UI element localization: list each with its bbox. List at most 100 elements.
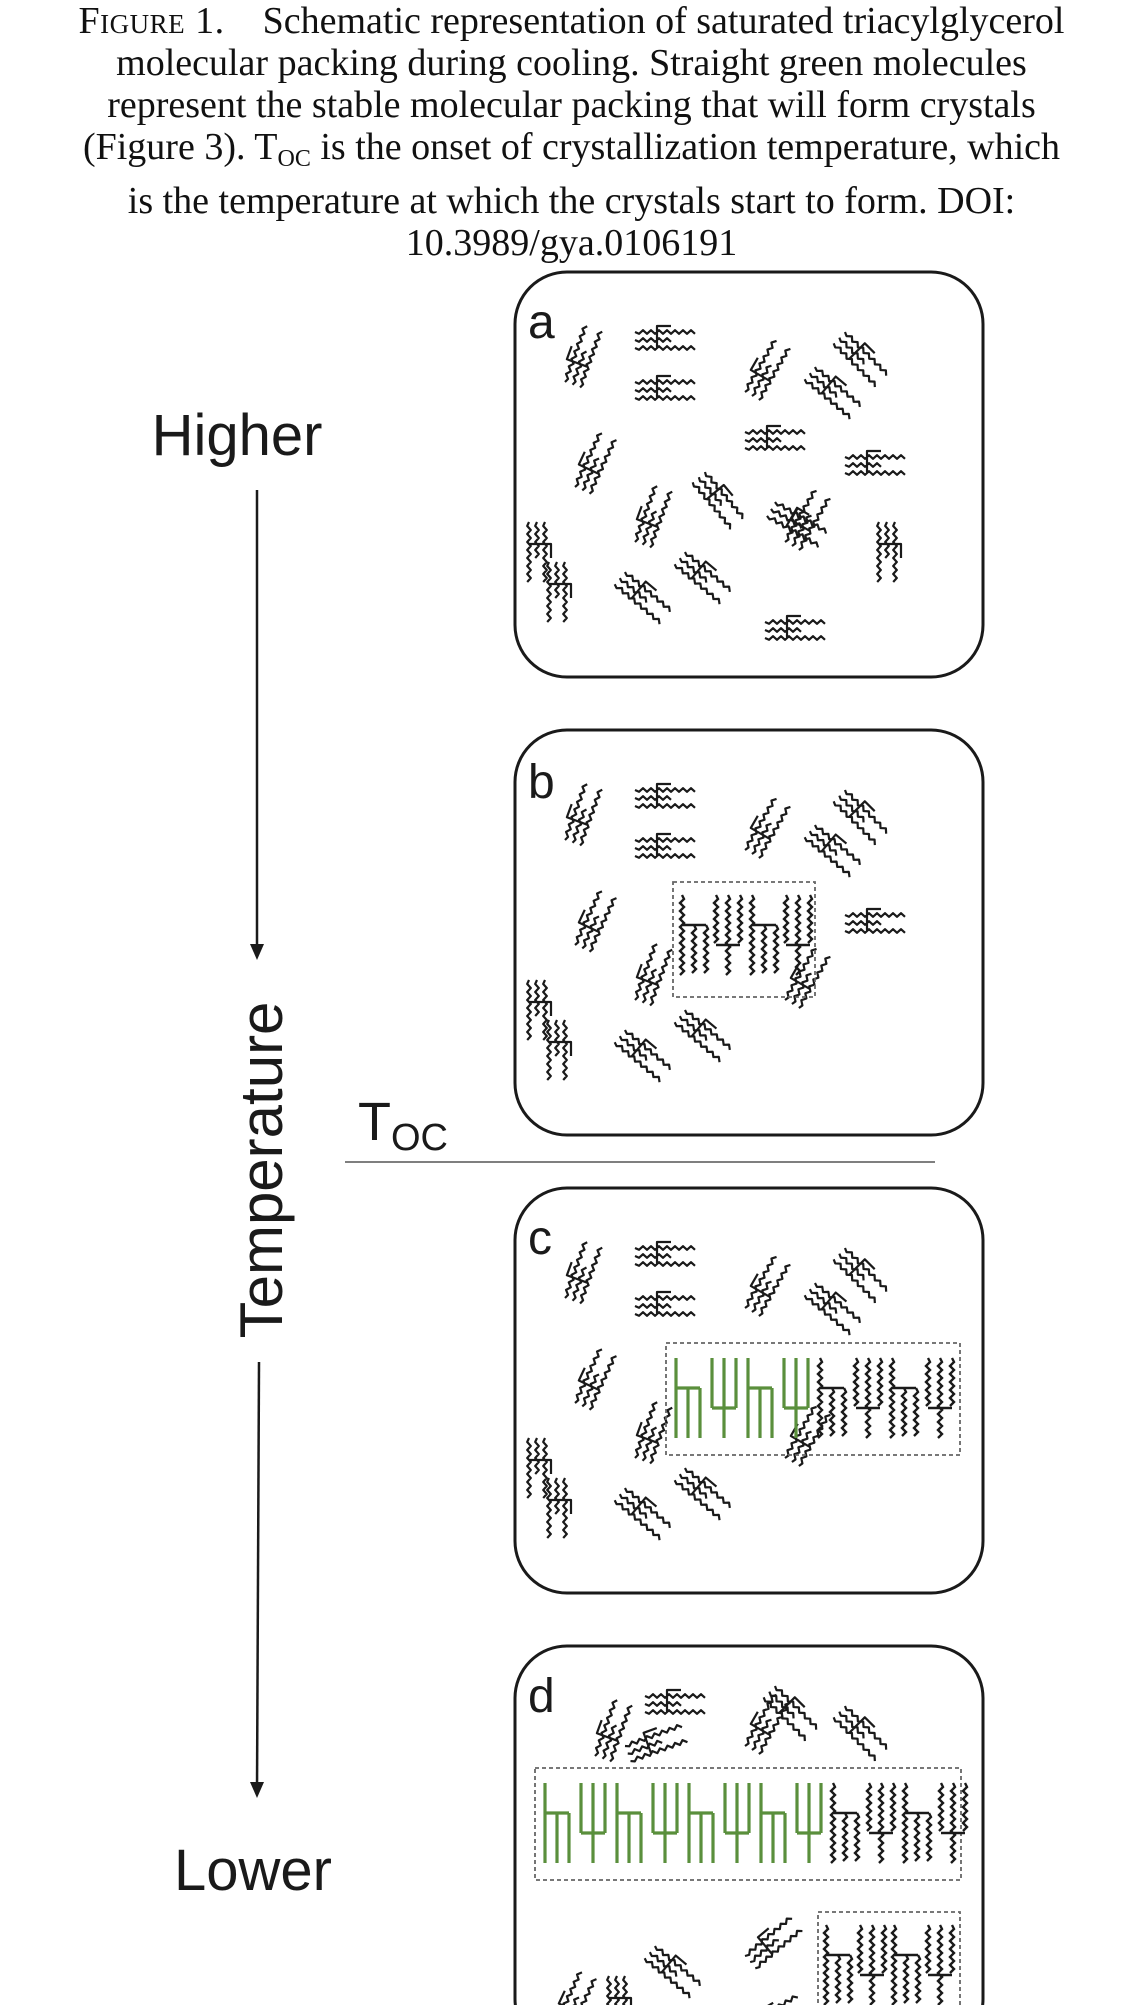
crystal-cluster xyxy=(674,1357,956,1439)
stable-molecule xyxy=(579,1783,607,1863)
molecule xyxy=(564,325,603,389)
caption-text-4a: (Figure 3). T xyxy=(82,126,278,168)
molecule xyxy=(526,521,553,583)
caption-line-3: represent the stable molecular packing t… xyxy=(107,84,1036,126)
molecule xyxy=(744,339,791,401)
molecule xyxy=(526,979,553,1041)
molecule xyxy=(832,1247,888,1304)
molecule xyxy=(546,1477,573,1539)
stable-molecule xyxy=(746,1358,774,1438)
molecule xyxy=(613,1487,671,1541)
packed-molecule xyxy=(888,1357,920,1439)
molecule xyxy=(574,1348,617,1411)
molecule xyxy=(634,374,696,401)
molecule xyxy=(574,890,617,953)
disordered-molecules xyxy=(554,1685,888,2005)
packed-molecule xyxy=(822,1924,854,2005)
caption-colon: : xyxy=(1004,180,1016,222)
packed-molecule xyxy=(856,1924,888,2005)
ordered-cluster xyxy=(678,894,814,976)
cluster-box-small xyxy=(817,1911,961,2005)
molecule xyxy=(634,782,696,809)
panel-letter-c: c xyxy=(528,1212,552,1265)
stable-molecule xyxy=(687,1783,715,1863)
figure-label: Figure 1. xyxy=(78,0,225,42)
packed-molecule xyxy=(816,1357,848,1439)
molecule xyxy=(744,1917,803,1970)
toc-label: TOC xyxy=(358,1092,448,1159)
packed-molecule xyxy=(748,894,780,976)
disordered-molecules xyxy=(526,1240,888,1541)
stable-molecule xyxy=(651,1783,679,1863)
molecule xyxy=(634,1290,696,1317)
packed-molecule xyxy=(865,1782,897,1864)
caption-line-1: Figure 1. Schematic representation of sa… xyxy=(0,0,1143,42)
toc-subscript: OC xyxy=(391,1117,448,1159)
disordered-molecules xyxy=(526,324,906,641)
molecule xyxy=(691,471,744,530)
caption-line-4: (Figure 3). TOC is the onset of crystall… xyxy=(0,126,1143,180)
molecule xyxy=(673,551,731,605)
molecule xyxy=(634,1401,673,1465)
panel-frame xyxy=(513,1186,985,1595)
toc-main: T xyxy=(358,1092,391,1152)
cluster-box xyxy=(672,881,816,998)
panel-frame xyxy=(513,270,985,679)
packed-molecule xyxy=(937,1782,969,1864)
stable-molecule xyxy=(615,1783,643,1863)
panel-letter-d: d xyxy=(528,1670,555,1723)
molecule xyxy=(844,449,906,476)
molecule xyxy=(766,501,828,548)
panel-letter-b: b xyxy=(528,756,555,809)
molecule xyxy=(744,1693,791,1755)
stable-molecule xyxy=(674,1358,702,1438)
molecule xyxy=(644,1688,706,1715)
caption-line-5: is the temperature at which the crystals… xyxy=(0,180,1143,222)
stable-molecule xyxy=(795,1783,823,1863)
molecule xyxy=(634,943,673,1007)
molecule xyxy=(624,1724,688,1763)
caption-text-1: Schematic representation of saturated tr… xyxy=(262,0,1065,42)
stable-molecule xyxy=(543,1783,571,1863)
molecule xyxy=(784,489,831,551)
molecule xyxy=(744,424,806,451)
molecule xyxy=(606,1975,633,2005)
molecule xyxy=(744,1255,791,1317)
molecule xyxy=(643,1945,701,1999)
molecule xyxy=(546,561,573,623)
molecule xyxy=(803,366,861,420)
molecule xyxy=(832,331,888,388)
stable-molecule xyxy=(710,1358,738,1438)
molecule xyxy=(673,1467,731,1521)
molecule xyxy=(673,1009,731,1063)
caption-subscript-oc: OC xyxy=(277,146,311,172)
molecule xyxy=(803,824,861,878)
ordered-cluster-small xyxy=(822,1924,956,2005)
molecule xyxy=(832,1705,888,1762)
molecule xyxy=(634,832,696,859)
molecule xyxy=(744,797,791,859)
caption-text-4b: is the onset of crystallization temperat… xyxy=(310,126,1061,168)
packed-molecule xyxy=(782,894,814,976)
temperature-label: Temperature xyxy=(228,1002,295,1339)
molecule xyxy=(594,1699,633,1763)
caption-doi-link[interactable]: DOI xyxy=(937,180,1005,222)
caption-line-6[interactable]: 10.3989/gya.0106191 xyxy=(405,222,738,264)
figure-caption: Figure 1. Schematic representation of sa… xyxy=(0,0,1143,264)
panel-c: c xyxy=(513,1186,985,1595)
molecule xyxy=(546,1019,573,1081)
packed-molecule xyxy=(890,1924,922,2005)
cluster-box xyxy=(665,1342,961,1456)
packed-molecule xyxy=(829,1782,861,1864)
molecule xyxy=(803,1282,861,1336)
molecule xyxy=(784,947,831,1009)
molecule xyxy=(764,614,826,641)
packed-molecule xyxy=(924,1924,956,2005)
molecule xyxy=(526,1437,553,1499)
molecule xyxy=(574,432,617,495)
molecule xyxy=(634,1240,696,1267)
molecule xyxy=(554,1971,597,2005)
axis-arrowhead-lower xyxy=(250,1782,264,1798)
disordered-molecules xyxy=(526,782,906,1083)
